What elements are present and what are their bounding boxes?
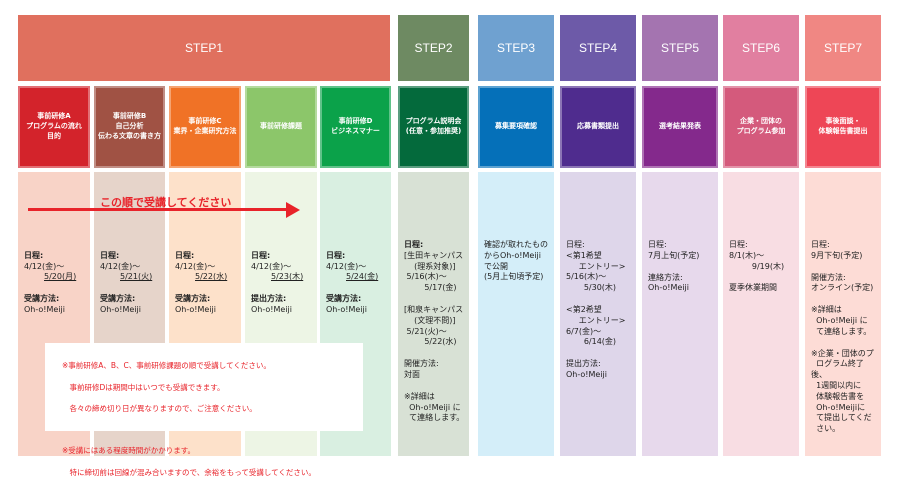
training-d-box: 事前研修D ビジネスマナー (320, 86, 391, 168)
training-task-box: 事前研修課題 (245, 86, 317, 168)
izumi-schedule: [和泉キャンパス (文理不問)] 5/21(火)〜 5/22(水) (404, 304, 464, 347)
date-label: 日程: (404, 240, 424, 249)
schedule: 日程: 9月下旬(予定) (811, 240, 863, 260)
publish-note: 確認が取れたもの からOh-o!Meiji で公開 (5月上旬頃予定) (484, 240, 548, 282)
date-label: 日程: (326, 250, 346, 260)
start-date: 4/12(金)〜 (175, 261, 216, 271)
step7-box: 事後面談・ 体験報告書提出 (805, 86, 881, 168)
method-info: 開催方法: 対面 (404, 359, 439, 379)
date-label: 日程: (24, 250, 44, 260)
end-date: 5/22(水) (195, 272, 228, 282)
method-info: 開催方法: オンライン(予定) (811, 272, 874, 293)
step2-body: 日程: [生田キャンパス (理系対象)] 5/16(木)〜 5/17(金) [和… (398, 172, 469, 456)
details-note: ※詳細は Oh-o!Meiji に て連絡します。 (811, 305, 872, 336)
end-date: 5/23(木) (271, 272, 304, 282)
training-a-box: 事前研修A プログラムの流れ 目的 (18, 86, 90, 168)
period-note: 夏季休業期間 (729, 283, 777, 293)
start-date: 4/12(金)〜 (100, 261, 141, 271)
notice-line: ※受講にはある程度時間がかかります。 (62, 446, 196, 455)
step5-box: 選考結果発表 (642, 86, 718, 168)
step2-box: プログラム説明会 (任意・参加推奨) (398, 86, 469, 168)
step5-body: 日程: 7月上旬(予定) 連絡方法: Oh-o!Meiji (642, 172, 718, 456)
second-choice-schedule: <第2希望 エントリー> 6/7(金)〜 6/14(金) (566, 304, 626, 347)
step3-box: 募集要項確認 (478, 86, 554, 168)
date-label: 日程: (175, 250, 195, 260)
start-date: 4/12(金)〜 (24, 261, 65, 271)
first-choice-schedule: 日程: <第1希望 エントリー> 5/16(木)〜 5/30(木) (566, 240, 626, 293)
step4-header: STEP4 (560, 15, 636, 81)
step4-box: 応募書類提出 (560, 86, 636, 168)
notice-line: ※事前研修A、B、C、事前研修課題の順で受講してください。 (62, 360, 271, 370)
ikuta-schedule: [生田キャンパス (理系対象)] 5/16(木)〜 5/17(金) (404, 250, 464, 293)
date-label: 日程: (251, 250, 271, 260)
step6-header: STEP6 (723, 15, 799, 81)
method-info: 提出方法: Oh-o!Meiji (566, 359, 607, 379)
step6-body: 日程: 8/1(木)〜 9/19(木) 夏季休業期間 (723, 172, 799, 456)
step7-header: STEP7 (805, 15, 881, 81)
step3-header: STEP3 (478, 15, 554, 81)
step6-box: 企業・団体の プログラム参加 (723, 86, 799, 168)
start-date: 4/12(金)〜 (251, 261, 292, 271)
end-date: 5/20(月) (44, 272, 77, 282)
method-label: 受講方法: (24, 293, 60, 303)
order-arrow-text: この順で受講してください (100, 196, 232, 209)
method-value: Oh-o!Meiji (175, 304, 216, 314)
method-label: 受講方法: (175, 293, 211, 303)
step4-body: 日程: <第1希望 エントリー> 5/16(木)〜 5/30(木) <第2希望 … (560, 172, 636, 456)
method-label: 受講方法: (326, 293, 362, 303)
notice-line: 各々の締め切り日が異なりますので、ご注意ください。 (62, 404, 257, 414)
schedule: 日程: 7月上旬(予定) (648, 240, 700, 260)
training-b-box: 事前研修B 自己分析 伝わる文章の書き方 (94, 86, 165, 168)
training-c-box: 事前研修C 業界・企業研究方法 (169, 86, 241, 168)
end-date: 5/21(火) (120, 272, 153, 282)
end-date: 5/24(金) (346, 272, 379, 282)
notice-line: 特に締切前は回線が混み合いますので、余裕をもって受講してください。 (62, 467, 316, 477)
notice-box: ※事前研修A、B、C、事前研修課題の順で受講してください。 事前研修Dは期間中は… (45, 343, 363, 477)
step1-header: STEP1 (18, 15, 390, 81)
step5-header: STEP5 (642, 15, 718, 81)
order-arrow-icon (28, 208, 288, 211)
start-date: 4/12(金)〜 (326, 261, 367, 271)
method-info: 連絡方法: Oh-o!Meiji (648, 272, 689, 293)
step2-header: STEP2 (398, 15, 469, 81)
method-value: Oh-o!Meiji (24, 304, 65, 314)
notice-line: 事前研修Dは期間中はいつでも受講できます。 (62, 382, 225, 392)
date-label: 日程: (100, 250, 120, 260)
method-label: 受講方法: (100, 293, 136, 303)
arrow-head-icon (286, 202, 300, 218)
step7-body: 日程: 9月下旬(予定) 開催方法: オンライン(予定) ※詳細は Oh-o!M… (805, 172, 881, 456)
report-note: ※企業・団体のプ ログラム終了後、 1週間以内に 体験報告書を Oh-o!Mei… (811, 348, 874, 434)
method-label: 提出方法: (251, 293, 287, 303)
method-value: Oh-o!Meiji (251, 304, 292, 314)
method-value: Oh-o!Meiji (326, 304, 367, 314)
schedule: 日程: 8/1(木)〜 9/19(木) (729, 240, 785, 271)
method-value: Oh-o!Meiji (100, 304, 141, 314)
step3-body: 確認が取れたもの からOh-o!Meiji で公開 (5月上旬頃予定) (478, 172, 554, 456)
details-note: ※詳細は Oh-o!Meiji に て連絡します。 (404, 391, 465, 423)
